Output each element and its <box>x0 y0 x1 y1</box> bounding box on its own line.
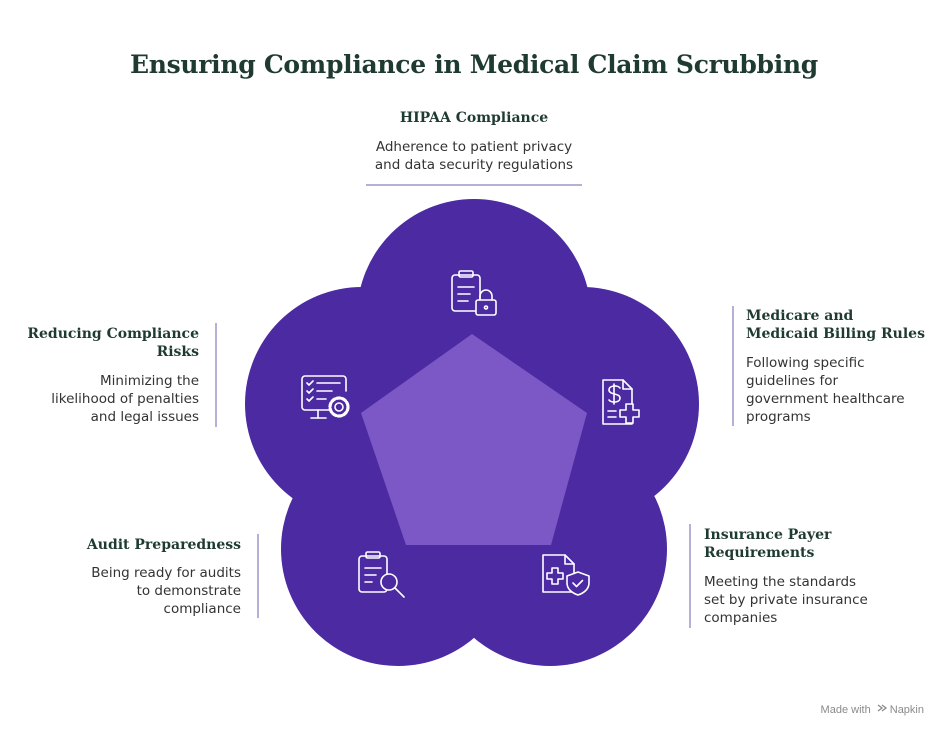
clipboard-lock-icon <box>451 270 497 316</box>
reducing-risks-divider <box>215 323 217 427</box>
checklist-gear-icon <box>301 375 350 419</box>
made-with-napkin-watermark: Made with Napkin <box>820 704 924 716</box>
medical-shield-check-icon <box>542 554 590 596</box>
hipaa-compliance-heading: HIPAA Compliance <box>399 110 549 126</box>
hipaa-compliance-desc: Adherence to patient privacy and data se… <box>374 139 574 173</box>
center-pentagon <box>361 334 587 545</box>
reducing-risks-heading: Reducing Compliance Risks <box>27 326 199 360</box>
audit-divider <box>257 534 259 618</box>
hipaa-divider <box>366 184 582 186</box>
reducing-risks-desc: Minimizing the likelihood of penalties a… <box>51 373 199 425</box>
insurance-payer-desc: Meeting the standards set by private ins… <box>704 574 868 626</box>
medicare-medicaid-heading: Medicare and Medicaid Billing Rules <box>746 308 925 342</box>
clipboard-search-icon <box>358 551 405 598</box>
page-title: Ensuring Compliance in Medical Claim Scr… <box>130 50 818 79</box>
medicare-medicaid-desc: Following specific guidelines for govern… <box>746 355 905 425</box>
insurance-payer-heading: Insurance Payer Requirements <box>704 527 832 561</box>
audit-preparedness-desc: Being ready for audits to demonstrate co… <box>91 565 241 617</box>
medicare-divider <box>732 306 734 426</box>
napkin-logo-icon <box>877 704 887 712</box>
audit-preparedness-heading: Audit Preparedness <box>86 537 241 553</box>
dollar-document-plus-icon <box>602 379 640 425</box>
insurance-divider <box>689 524 691 628</box>
